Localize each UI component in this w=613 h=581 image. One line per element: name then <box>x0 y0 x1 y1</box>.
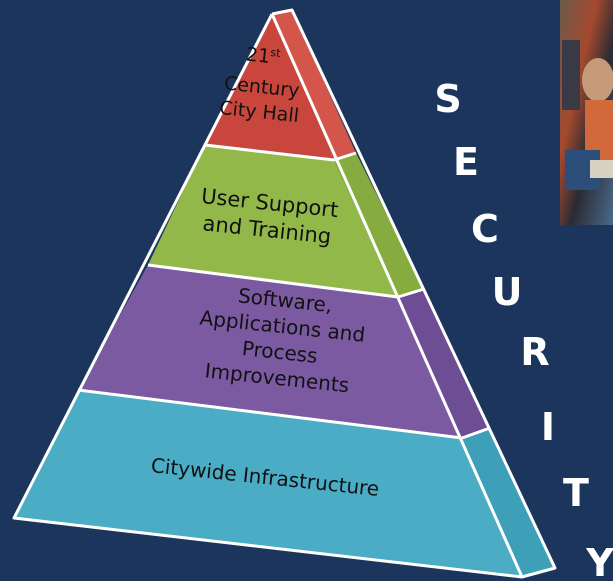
tier-infrastructure-face <box>14 390 522 577</box>
security-letter-i: I <box>541 405 555 449</box>
security-letter-t: T <box>563 471 589 515</box>
security-letter-e: E <box>453 140 479 184</box>
svg-text:21st: 21st <box>245 43 282 69</box>
tier-software-face <box>78 265 462 438</box>
security-letter-s: S <box>434 77 461 121</box>
pyramid <box>12 8 557 579</box>
security-letter-c: C <box>471 207 499 251</box>
city-hall-line-1: 21 <box>245 43 271 67</box>
security-letter-u: U <box>492 270 523 314</box>
tier-city-hall-face <box>205 14 334 160</box>
security-letter-y: Y <box>585 541 613 581</box>
tier-software-side <box>398 289 490 438</box>
photo-thumbnail <box>560 0 613 225</box>
tier-city-hall-side <box>272 10 356 160</box>
city-hall-line-1-suffix: st <box>270 46 282 60</box>
tier-infrastructure-side <box>462 428 555 577</box>
tier-user-support-face <box>148 145 398 297</box>
security-word: S E C U R I T Y <box>434 77 613 581</box>
security-letter-r: R <box>520 330 549 374</box>
tier-user-support-side <box>334 153 424 297</box>
